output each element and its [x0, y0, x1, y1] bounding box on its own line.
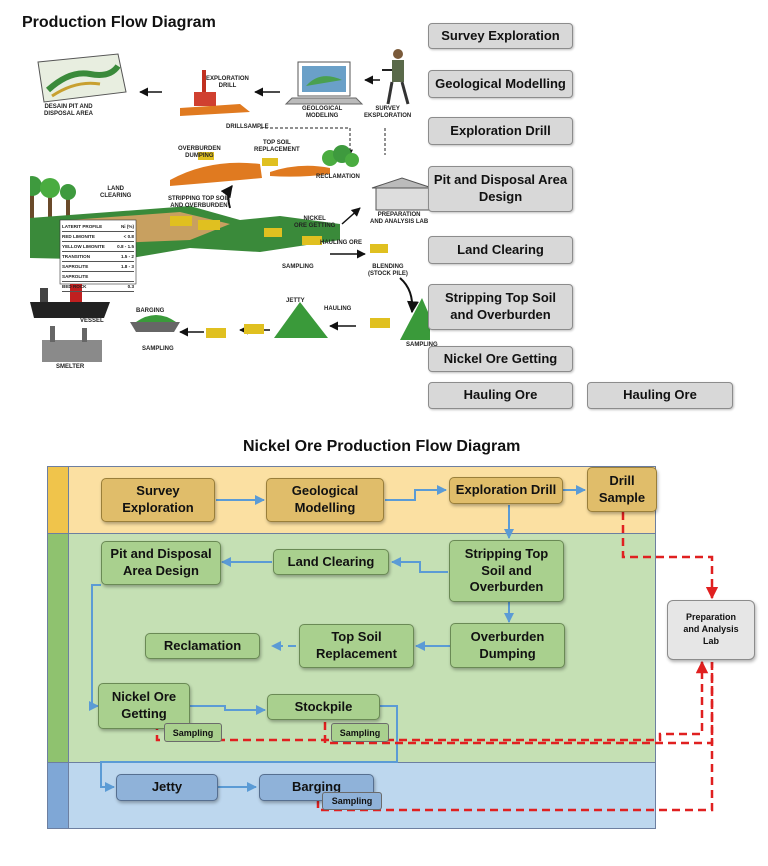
box-pit-disposal-design[interactable]: Pit and Disposal Area Design: [101, 541, 221, 585]
box-land-clearing[interactable]: Land Clearing: [273, 549, 389, 575]
profile-zone: SAPROLITE: [62, 264, 89, 269]
profile-zone: YELLOW LIMONITE: [62, 244, 105, 249]
box-top-soil-replacement[interactable]: Top Soil Replacement: [299, 624, 414, 668]
profile-zone: TRANSITION: [62, 254, 91, 259]
chip-land-clearing[interactable]: Land Clearing: [428, 236, 573, 264]
profile-zone: RED LIMONITE: [62, 234, 95, 239]
profile-row: TRANSITION 1.5 - 2: [62, 252, 134, 262]
box-survey-exploration[interactable]: Survey Exploration: [101, 478, 215, 522]
smelter-image: [42, 326, 102, 362]
label-sampling-2: SAMPLING: [142, 346, 174, 352]
label-vessel: VESSEL: [80, 318, 104, 324]
label-sampling-3: SAMPLING: [406, 342, 438, 348]
label-survey-exploration: SURVEY EKSPLORATION: [364, 106, 412, 119]
overburden-dumping-image: [170, 152, 330, 186]
jetty-stockpile-image: [274, 302, 328, 338]
sampling-nickel[interactable]: Sampling: [164, 723, 222, 742]
top-diagram-title: Production Flow Diagram: [22, 14, 216, 31]
drill-rig-image: [180, 70, 250, 116]
label-reclamation: RECLAMATION: [316, 174, 360, 180]
label-land-clearing: LAND CLEARING: [100, 186, 132, 199]
chip-stripping[interactable]: Stripping Top Soil and Overburden: [428, 284, 573, 330]
box-stripping[interactable]: Stripping Top Soil and Overburden: [449, 540, 564, 602]
reclamation-image: [322, 145, 359, 167]
box-jetty[interactable]: Jetty: [116, 774, 218, 801]
illustration-graphics: [10, 49, 440, 362]
chip-survey-exploration[interactable]: Survey Exploration: [428, 23, 573, 49]
production-flow-illustration: DESAIN PIT AND DISPOSAL AREA EXPLORATION…: [10, 40, 440, 380]
label-smelter: SMELTER: [56, 364, 85, 370]
laterite-profile-table: [59, 219, 137, 285]
label-jetty: JETTY: [286, 298, 305, 304]
bottom-diagram-title: Nickel Ore Production Flow Diagram: [243, 438, 521, 455]
profile-row: BED ROCK 0.3: [62, 282, 134, 292]
box-stockpile[interactable]: Stockpile: [267, 694, 380, 720]
vessel-image: [30, 284, 110, 318]
label-sampling-1: SAMPLING: [282, 264, 314, 270]
laptop-image: [284, 61, 364, 105]
profile-ni-value: Ni (%): [120, 224, 134, 229]
label-desain-pit: DESAIN PIT AND DISPOSAL AREA: [44, 104, 94, 117]
profile-ni-value: 1.8 - 3: [120, 264, 134, 269]
profile-zone: BED ROCK: [62, 284, 87, 289]
box-reclamation[interactable]: Reclamation: [145, 633, 260, 659]
chip-hauling-ore-1[interactable]: Hauling Ore: [428, 382, 573, 409]
profile-row: SAPROLITE 1.8 - 3: [62, 262, 134, 272]
chip-pit-disposal-design[interactable]: Pit and Disposal Area Design: [428, 166, 573, 212]
label-overburden-dumping: OVERBURDEN DUMPING: [178, 146, 221, 159]
profile-row: RED LIMONITE < 0.8: [62, 232, 134, 242]
label-geological-modeling: GEOLOGICAL MODELING: [302, 106, 343, 119]
label-blending: BLENDING (STOCK PILE): [368, 264, 408, 277]
profile-row: LATERIT PROFILE Ni (%): [62, 222, 134, 232]
label-hauling-ore: HAULING ORE: [320, 240, 362, 246]
box-nickel-ore-getting[interactable]: Nickel Ore Getting: [98, 683, 190, 729]
sampling-stockpile[interactable]: Sampling: [331, 723, 389, 742]
profile-row: SAPROLITE: [62, 272, 134, 282]
box-drill-sample[interactable]: Drill Sample: [587, 467, 657, 512]
label-drillsample: DRILLSAMPLE: [226, 124, 269, 130]
profile-row: YELLOW LIMONITE 0.8 - 1.5: [62, 242, 134, 252]
label-hauling: HAULING: [324, 306, 352, 312]
label-barging: BARGING: [136, 308, 165, 314]
label-stripping: STRIPPING TOP SOIL AND OVERBURDEN: [168, 196, 230, 209]
chip-geological-modelling[interactable]: Geological Modelling: [428, 70, 573, 98]
profile-zone: LATERIT PROFILE: [62, 224, 103, 229]
box-overburden-dumping[interactable]: Overburden Dumping: [450, 623, 565, 668]
sampling-barging[interactable]: Sampling: [322, 792, 382, 810]
profile-ni-value: 0.8 - 1.5: [117, 244, 134, 249]
chip-nickel-ore-getting[interactable]: Nickel Ore Getting: [428, 346, 573, 372]
profile-ni-value: 1.5 - 2: [120, 254, 134, 259]
pit-design-map-image: [37, 53, 127, 103]
profile-zone: SAPROLITE: [62, 274, 89, 279]
chip-hauling-ore-2[interactable]: Hauling Ore: [587, 382, 733, 409]
label-top-soil-replacement: TOP SOIL REPLACEMENT: [254, 140, 300, 153]
surveyor-image: [382, 49, 410, 105]
box-exploration-drill[interactable]: Exploration Drill: [449, 477, 563, 504]
label-preparation-lab: PREPARATION AND ANALYSIS LAB: [370, 212, 429, 225]
box-preparation-lab[interactable]: Preparation and Analysis Lab: [667, 600, 755, 660]
band-side-shipping: [47, 762, 69, 829]
profile-ni-value: < 0.8: [123, 234, 134, 239]
label-exploration-drill: EXPLORATION DRILL: [206, 76, 249, 89]
box-geological-modelling[interactable]: Geological Modelling: [266, 478, 384, 522]
chip-exploration-drill[interactable]: Exploration Drill: [428, 117, 573, 145]
profile-ni-value: 0.3: [127, 284, 134, 289]
barge-image: [130, 315, 180, 332]
label-nickel-ore-getting: NICKEL ORE GETTING: [294, 216, 336, 229]
